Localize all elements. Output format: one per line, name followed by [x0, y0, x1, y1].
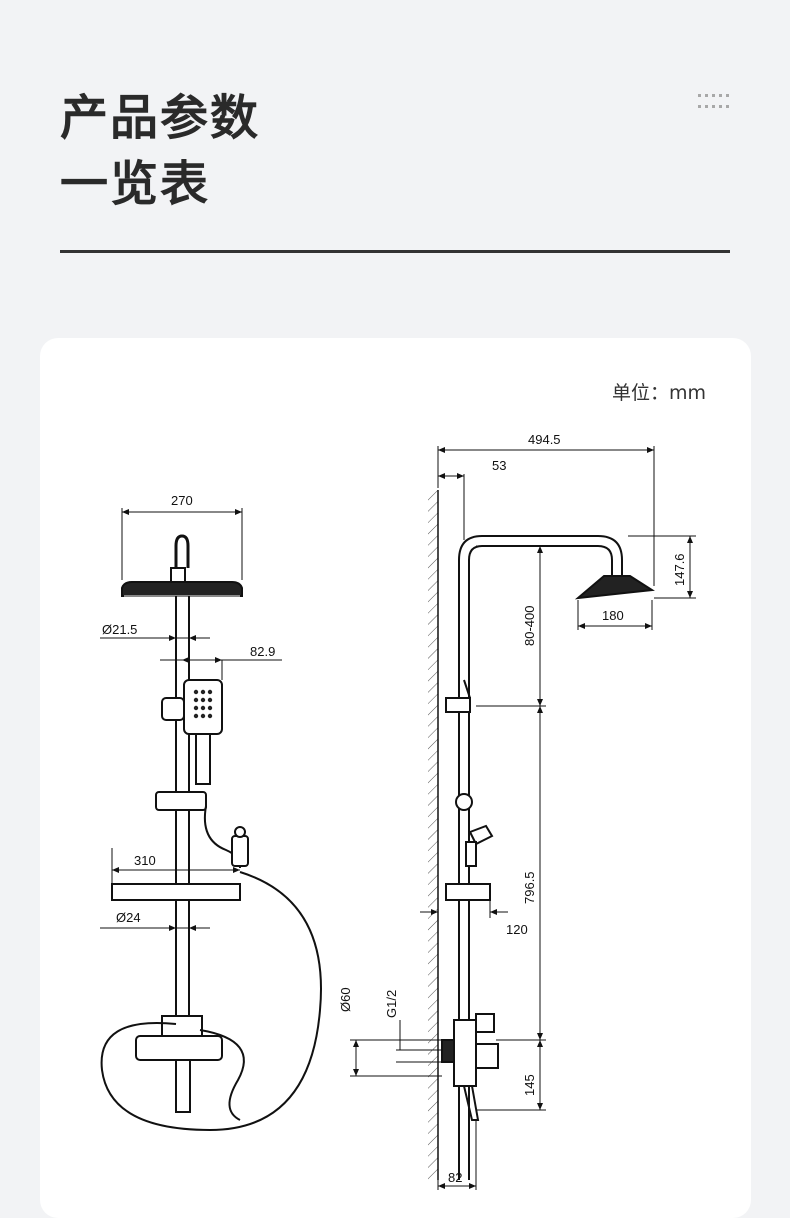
page-title: 产品参数 一览表 — [60, 86, 260, 218]
side-view — [441, 535, 655, 1180]
handheld-nozzles — [193, 689, 213, 719]
dim-shelf-depth: 120 — [506, 922, 528, 937]
dots-grid-icon — [698, 94, 732, 112]
dim-wall-offset: 53 — [492, 458, 506, 473]
dim-head-height: 147.6 — [672, 553, 687, 586]
dim-adjustable-range: 80-400 — [522, 606, 537, 646]
dim-total-reach: 494.5 — [528, 432, 561, 447]
title-divider — [60, 250, 730, 253]
front-dimensions: 270 Ø21.5 82.9 310 Ø24 — [100, 493, 282, 931]
dim-flange-diameter: Ø60 — [338, 987, 353, 1012]
dim-head-depth: 180 — [602, 608, 624, 623]
dim-shelf-width: 310 — [134, 853, 156, 868]
dim-spout-depth: 82 — [448, 1170, 462, 1185]
dim-main-height: 796.5 — [522, 871, 537, 904]
dim-thread-size: G1/2 — [384, 990, 399, 1018]
spec-card — [40, 338, 751, 1218]
front-view — [100, 534, 322, 1132]
title-line-2: 一览表 — [60, 156, 211, 212]
unit-label: 单位：mm — [612, 382, 707, 404]
dim-handheld-offset: 82.9 — [250, 644, 275, 659]
side-dimensions: 494.5 53 180 120 82 147.6 80-400 796.5 1… — [338, 432, 696, 1190]
wall-hatch — [428, 490, 438, 1180]
dim-shower-head-width: 270 — [171, 493, 193, 508]
dim-pipe-diameter: Ø21.5 — [102, 622, 137, 637]
title-line-1: 产品参数 — [60, 90, 261, 146]
dim-lower-pipe-diameter: Ø24 — [116, 910, 141, 925]
dim-mixer-height: 145 — [522, 1074, 537, 1096]
